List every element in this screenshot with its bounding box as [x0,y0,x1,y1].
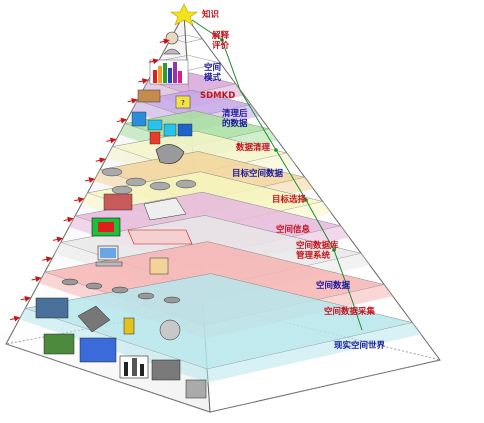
database-cylinders-icon [101,167,197,195]
survey-instruments-icon [35,297,181,341]
computer-icon [95,245,169,275]
left-arrow-13 [20,295,31,302]
worker-sketch-icon [155,144,185,164]
left-arrow-6 [95,157,106,164]
left-arrow-11 [42,256,53,263]
level-label-shuju-qingli: 数据清理 [236,142,271,153]
level-label-jieshi: 解释评价 [212,30,230,51]
level-label-kongjian-shuju: 空间数据 [316,280,351,291]
right-green-node-1 [274,148,278,152]
level-label-kongjian-xinxi: 空间信息 [276,224,311,235]
left-arrow-5 [106,137,117,144]
left-arrow-3 [127,97,138,104]
left-arrow-1 [148,58,160,65]
left-arrow-4 [116,117,127,124]
level-label-mubiao-shuju: 目标空间数据 [232,168,284,179]
right-green-node-2 [304,198,308,202]
right-edge-arrows [191,19,363,331]
apex-label: 知识 [202,9,220,20]
left-arrow-7 [84,177,95,184]
colored-blocks-icon [131,111,193,145]
level-label-kongjian-moshi: 空间模式 [204,62,222,83]
level-label-sdmkd: SDMKD [200,91,235,101]
right-green-node-0 [220,38,224,42]
illustrations: ? [35,31,207,399]
pyramid-levels [19,34,421,383]
left-arrow-9 [63,216,74,223]
svg-text:?: ? [181,99,185,107]
right-green-node-3 [332,248,336,252]
map-layer-icon [91,217,193,245]
storage-cylinders-icon [61,278,181,304]
real-world-photos-icon [43,333,207,399]
left-arrow-10 [52,236,63,243]
level-label-xianshi: 现实空间世界 [334,340,386,351]
level-slice-jieshi [170,34,203,43]
left-arrow-14 [10,315,21,322]
level-label-mubiao-xuanze: 目标选择 [272,194,307,205]
level-label-caiji: 空间数据采集 [324,306,376,317]
apex-star-icon [170,3,198,26]
level-label-guanli: 空间数据库管理系统 [296,240,339,261]
left-edge-arrows [10,38,170,322]
left-arrow-8 [74,196,85,203]
left-arrow-12 [31,276,42,283]
level-label-qingli: 清理后的数据 [222,108,248,129]
maps-sketch-icon [103,193,187,221]
right-green-edge [191,19,363,331]
left-arrow-2 [138,78,149,85]
data-cubes-icon: ? [137,89,191,109]
left-arrow-0 [159,38,170,45]
